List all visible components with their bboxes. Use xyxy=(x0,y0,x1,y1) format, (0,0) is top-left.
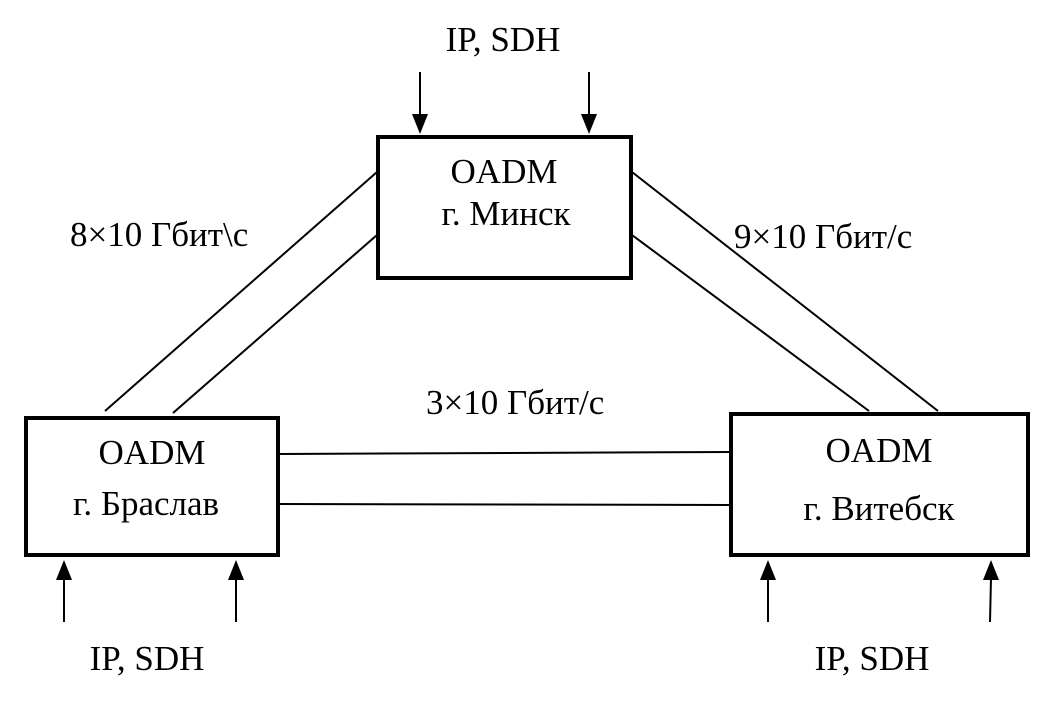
link-braslav-vitebsk-line-top xyxy=(278,451,732,455)
node-braslav-box xyxy=(24,416,280,557)
arrow-down-icon xyxy=(581,114,597,134)
link-minsk-braslav-label: 8×10 Гбит\с xyxy=(70,215,248,254)
node-minsk-type: OADM xyxy=(451,152,558,191)
input-arrows-vitebsk xyxy=(760,560,999,623)
arrow-up-icon xyxy=(760,560,776,580)
link-minsk-braslav-line-outer xyxy=(104,171,378,412)
link-braslav-vitebsk-line-bottom xyxy=(278,503,732,506)
node-vitebsk-box xyxy=(729,412,1030,557)
arrow-up-icon xyxy=(983,560,999,580)
node-braslav: OADM г. Браслав xyxy=(24,416,280,557)
link-minsk-braslav-line-inner xyxy=(172,234,378,414)
input-label-braslav: IP, SDH xyxy=(90,639,205,678)
link-braslav-vitebsk-label: 3×10 Гбит/с xyxy=(426,383,604,422)
node-braslav-type: OADM xyxy=(99,433,206,472)
arrow-down-icon xyxy=(412,114,428,134)
node-minsk-city: г. Минск xyxy=(441,194,571,233)
link-minsk-vitebsk-line-inner xyxy=(631,234,870,412)
arrow-up-icon xyxy=(56,560,72,580)
link-minsk-braslav xyxy=(104,171,378,414)
input-label-minsk: IP, SDH xyxy=(446,20,561,59)
link-minsk-vitebsk xyxy=(631,171,939,412)
node-vitebsk: OADM г. Витебск xyxy=(729,412,1030,557)
arrow-up-icon xyxy=(228,560,244,580)
node-braslav-city: г. Браслав xyxy=(73,484,219,523)
node-vitebsk-type: OADM xyxy=(826,431,933,470)
input-label-vitebsk: IP, SDH xyxy=(815,639,930,678)
node-minsk-box xyxy=(376,135,633,280)
node-vitebsk-city: г. Витебск xyxy=(803,489,955,528)
link-braslav-vitebsk xyxy=(278,451,732,506)
link-minsk-vitebsk-line-outer xyxy=(631,171,939,412)
input-arrows-braslav xyxy=(56,560,244,622)
input-arrows-minsk xyxy=(412,72,597,134)
link-minsk-vitebsk-label: 9×10 Гбит/с xyxy=(734,217,912,256)
node-minsk: OADM г. Минск xyxy=(376,135,633,280)
arrow-shaft-icon xyxy=(989,577,992,623)
